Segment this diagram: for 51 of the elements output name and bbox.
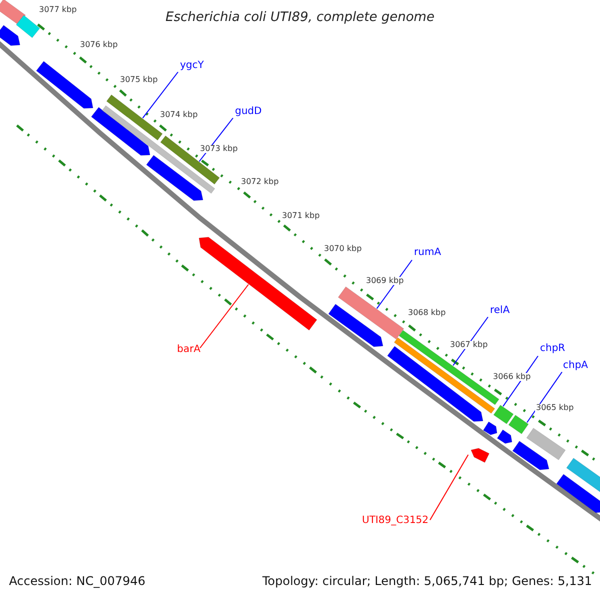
gene-label: rumA [414,248,442,258]
gene-block [508,414,529,434]
gene-block [512,440,550,470]
gene-block [483,422,498,436]
gene-label: relA [490,306,510,316]
gene-block [470,448,490,463]
scale-label: 3072 kbp [240,178,280,186]
scale-label: 3075 kbp [119,76,159,84]
gene-block [36,61,94,109]
leader-line [376,260,412,310]
gene-block [496,430,512,444]
scale-label: 3067 kbp [449,341,489,349]
scale-label: 3076 kbp [79,41,119,49]
gene-block [338,286,404,340]
gene-block [160,136,220,184]
leader-line [452,316,488,366]
scale-label: 3074 kbp [159,111,199,119]
gene-label: UTI89_C3152 [362,516,429,526]
gene-block [0,24,20,46]
scale-label: 3069 kbp [365,277,405,285]
gene-block [16,15,40,38]
gene-block [566,458,600,494]
gene-block [91,107,150,156]
scale-label: 3068 kbp [407,309,447,317]
gene-block [556,474,600,513]
gene-label: chpR [540,344,566,354]
gene-block [493,404,514,424]
gene-block [328,304,384,347]
gene-block [394,337,496,414]
gene-label: chpA [563,361,588,371]
scale-label: 3071 kbp [281,212,321,220]
gene-block [0,0,26,26]
accession-text: Accession: NC_007946 [9,575,146,587]
leader-line [526,372,562,423]
leader-line [502,356,538,407]
scale-label: 3070 kbp [323,245,363,253]
gene-label: gudD [235,107,262,117]
scale-label: 3066 kbp [492,373,532,381]
gene-label: barA [177,345,200,355]
gene-label: ygcY [180,61,204,71]
scale-label: 3073 kbp [199,145,239,153]
scale-label: 3077 kbp [38,6,78,14]
gene-block [146,154,204,201]
leader-line [430,454,469,520]
title: Escherichia coli UTI89, complete genome [164,11,436,24]
genome-info-text: Topology: circular; Length: 5,065,741 bp; Genes: 5,131 [262,575,592,587]
gene-block [198,236,318,330]
gene-block [526,428,566,460]
leader-line [200,284,249,348]
leader-line [142,72,178,119]
scale-label: 3065 kbp [535,404,575,412]
